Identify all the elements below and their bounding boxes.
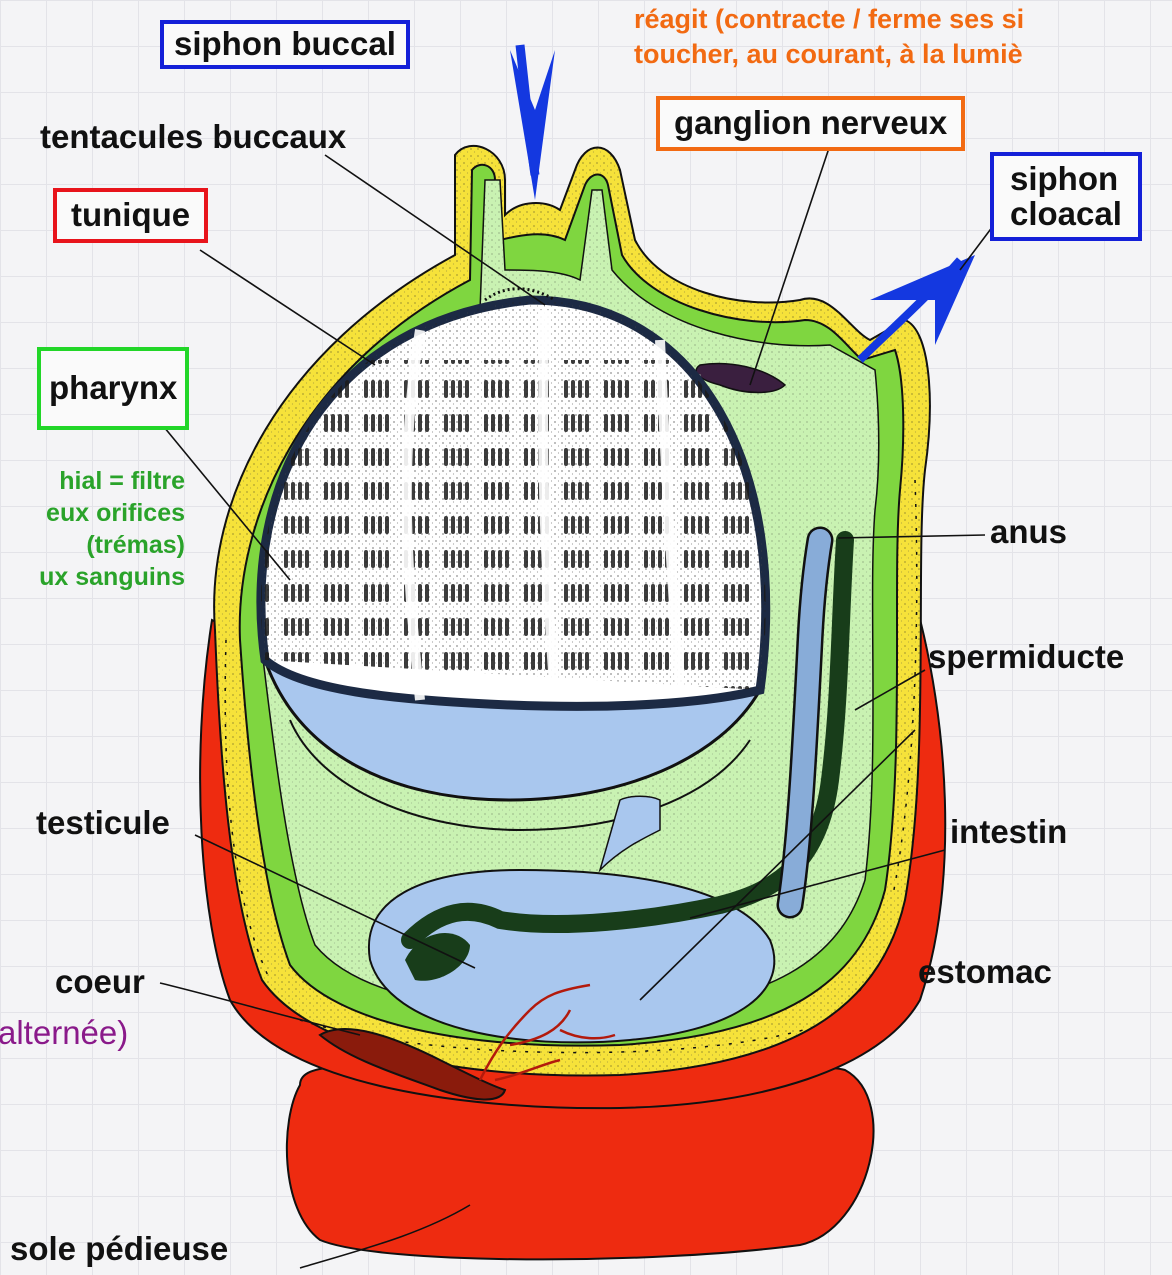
down-arrow-head [510, 50, 555, 200]
label-tentacules-buccaux: tentacules buccaux [40, 120, 346, 155]
label-siphon-cloacal-line1: siphon [1010, 162, 1122, 197]
label-sole-pedieuse: sole pédieuse [10, 1232, 228, 1267]
note-pharynx-line3: (trémas) [39, 529, 185, 561]
label-siphon-cloacal-line2: cloacal [1010, 197, 1122, 232]
note-ganglion-line1: réagit (contracte / ferme ses si [634, 2, 1024, 37]
label-estomac: estomac [918, 955, 1052, 990]
note-pharynx-line2: eux orifices [39, 497, 185, 529]
label-siphon-buccal: siphon buccal [160, 20, 410, 69]
note-pharynx: hial = filtre eux orifices (trémas) ux s… [39, 465, 185, 593]
note-pharynx-line1: hial = filtre [39, 465, 185, 497]
label-siphon-cloacal: siphon cloacal [990, 152, 1142, 241]
label-tunique: tunique [53, 188, 208, 243]
label-intestin: intestin [950, 815, 1067, 850]
label-anus: anus [990, 515, 1067, 550]
note-ganglion: réagit (contracte / ferme ses si toucher… [634, 2, 1024, 71]
note-pharynx-line4: ux sanguins [39, 561, 185, 593]
label-spermiducte: spermiducte [928, 640, 1124, 675]
note-ganglion-line2: toucher, au courant, à la lumiè [634, 37, 1024, 72]
label-testicule: testicule [36, 806, 170, 841]
note-coeur: alternée) [0, 1012, 128, 1054]
label-coeur: coeur [55, 965, 145, 1000]
label-pharynx: pharynx [37, 347, 189, 430]
label-ganglion-nerveux: ganglion nerveux [656, 96, 965, 151]
